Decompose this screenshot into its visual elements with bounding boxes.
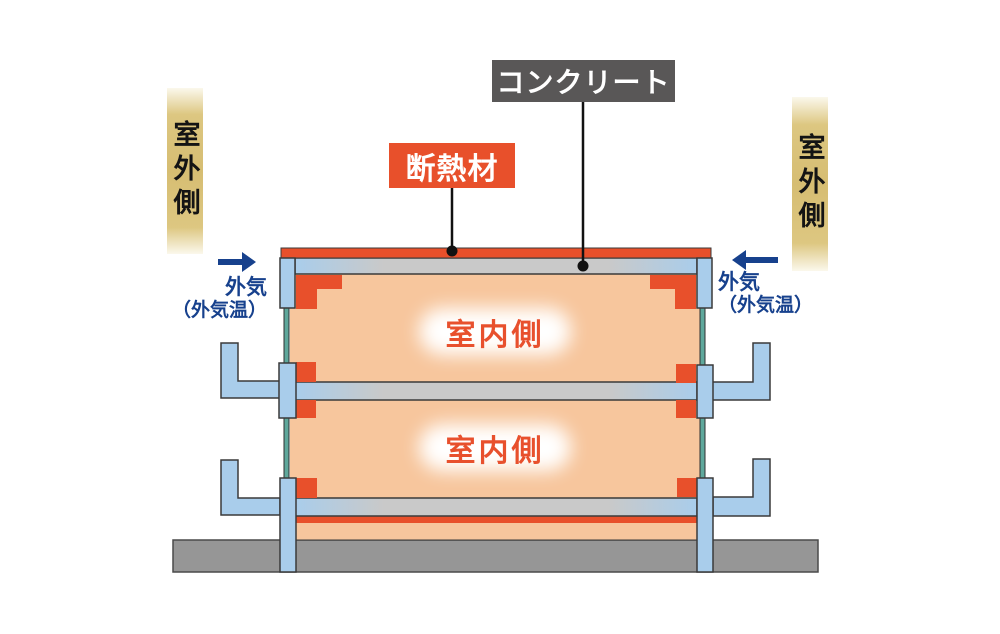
window-sash-right-upper [699,307,706,366]
outdoor-side-label-left: 室外側 [167,88,203,254]
indoor-side-text-upper: 室内側 [445,318,545,352]
ground-slab [172,539,819,573]
leader-dot-concrete [577,260,589,272]
indoor-label-glow [419,308,571,355]
window-sash-left-upper [283,307,290,364]
window-sash-left-lower [283,417,290,479]
balcony-upper-right [709,342,771,401]
air-flow-arrow-right-icon [732,250,778,270]
concrete-slab-bottom [294,497,698,517]
junction-insulation-right-upper [676,364,696,383]
junction-insulation-left-lower [296,400,316,418]
outside-air-left-line1: 外気 [225,276,267,299]
wall-column-bottom-left [279,477,297,573]
junction-insulation-right-lower [676,400,696,418]
indoor-side-text-lower: 室内側 [445,434,545,468]
junction-insulation-right-bottom [677,478,698,497]
corner-insulation-left [296,275,342,309]
indoor-label-glow [419,424,571,471]
indoor-side-label-lower: 室内側 [419,424,571,471]
insulation-callout: 断熱材 [389,143,515,188]
outdoor-side-label-right: 室外側 [792,97,828,271]
window-sash-right-lower [699,417,706,479]
junction-insulation-left-upper [296,362,316,382]
outside-air-label-left: 外気 （外気温） [163,276,267,322]
outside-air-label-right: 外気 （外気温） [718,271,830,317]
outside-air-left-line2: （外気温） [171,300,267,322]
insulation-strip-bottom [295,516,697,523]
balcony-lower-left [220,459,281,516]
concrete-slab-middle [294,381,698,401]
air-flow-arrow-left-icon [218,252,256,272]
indoor-side-label-upper: 室内側 [419,308,571,355]
balcony-lower-right [712,458,771,517]
outside-air-right-line1: 外気 [718,271,760,294]
wall-column-mid-right [696,364,714,419]
outside-air-right-line2: （外気温） [718,295,814,317]
leader-dot-insulation [446,245,458,257]
corner-insulation-right [650,275,696,309]
wall-column-bottom-right [696,477,714,573]
wall-column-top-left [279,257,296,309]
concrete-band-top [294,257,698,275]
wall-column-top-right [696,257,713,309]
balcony-upper-left [220,342,281,399]
insulation-strip-roof [280,247,712,259]
wall-column-mid-left [278,362,297,419]
junction-insulation-left-bottom [296,478,317,498]
concrete-callout: コンクリート [492,60,675,102]
